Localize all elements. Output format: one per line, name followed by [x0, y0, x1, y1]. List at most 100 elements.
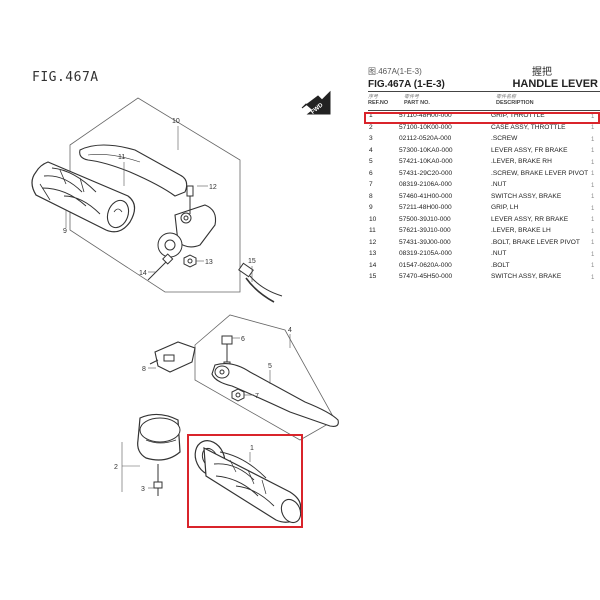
callout-12: 12	[209, 184, 217, 191]
part-3-screw	[153, 464, 163, 496]
parts-cell-ref: 14	[369, 261, 377, 269]
parts-cell-pn: 57621-39J10-000	[399, 227, 451, 235]
part-6-screw-pivot	[221, 335, 233, 367]
part-7-nut	[231, 388, 245, 402]
callout-5: 5	[268, 363, 272, 370]
highlight-grip-throttle	[187, 434, 303, 528]
callout-10: 10	[172, 118, 180, 125]
parts-cell-ref: 4	[369, 146, 373, 154]
part-1-grip-throttle	[194, 440, 302, 524]
parts-row: 3 02112-0520A-000 .SCREW 1	[368, 134, 600, 146]
parts-cell-qty: 1	[591, 263, 595, 270]
parts-cell-qty: 1	[591, 194, 595, 201]
parts-row: 11 57621-39J10-000 .LEVER, BRAKE LH 1	[368, 226, 600, 238]
parts-cell-desc: CASE ASSY, THROTTLE	[491, 123, 566, 131]
parts-cell-qty: 1	[591, 136, 595, 143]
parts-cell-pn: 57300-10KA0-000	[399, 146, 453, 154]
parts-cell-qty: 1	[591, 274, 595, 281]
callout-1: 1	[250, 445, 254, 452]
callout-9: 9	[63, 228, 67, 235]
parts-cell-pn: 57500-39J10-000	[399, 215, 451, 223]
parts-cell-pn: 02112-0520A-000	[399, 135, 452, 143]
header-part-cn: 零件号	[404, 94, 420, 100]
parts-cell-pn: 57211-48H00-000	[399, 204, 452, 212]
figure-code-cn: 图.467A(1-E-3)	[368, 67, 422, 76]
fwd-arrow: FWD	[301, 90, 331, 116]
header-part: PART NO.	[404, 100, 430, 106]
parts-cell-ref: 2	[369, 123, 373, 131]
parts-cell-qty: 1	[591, 125, 595, 132]
parts-cell-ref: 11	[369, 227, 376, 235]
part-12-bolt-pivot	[186, 185, 194, 214]
parts-cell-qty: 1	[591, 240, 595, 247]
parts-cell-ref: 12	[369, 238, 377, 246]
callout-13: 13	[205, 259, 213, 266]
parts-cell-desc: .SCREW	[491, 135, 518, 143]
parts-cell-qty: 1	[591, 159, 595, 166]
callout-leaders	[65, 126, 291, 492]
title-cn: 握把	[532, 67, 552, 78]
parts-cell-ref: 6	[369, 169, 373, 177]
parts-cell-pn: 57460-41H00-000	[399, 192, 453, 200]
parts-cell-desc: .LEVER, BRAKE RH	[491, 158, 552, 166]
parts-cell-pn: 57110-48H00-000	[399, 112, 452, 120]
parts-cell-ref: 5	[369, 158, 373, 166]
callout-2: 2	[114, 464, 118, 471]
parts-cell-ref: 13	[369, 250, 377, 258]
parts-cell-desc: LEVER ASSY, FR BRAKE	[491, 146, 568, 154]
parts-cell-qty: 1	[591, 171, 595, 178]
parts-cell-qty: 1	[591, 205, 595, 212]
callout-8: 8	[142, 366, 146, 373]
parts-cell-desc: SWITCH ASSY, BRAKE	[491, 192, 562, 200]
callout-15: 15	[248, 258, 256, 265]
parts-cell-pn: 57431-29C20-000	[399, 169, 453, 177]
parts-cell-desc: LEVER ASSY, RR BRAKE	[491, 215, 569, 223]
part-15-switch-brake	[238, 262, 283, 303]
parts-cell-qty: 1	[591, 251, 595, 258]
part-8-switch-brake	[149, 341, 196, 373]
callout-6: 6	[241, 336, 245, 343]
parts-list: 图.467A(1-E-3) 握把 FIG.467A (1-E-3) HANDLE…	[368, 68, 600, 284]
parts-cell-pn: 01547-0620A-000	[399, 261, 452, 269]
part-14-bolt	[147, 253, 174, 281]
parts-row: 2 57100-10K00-000 CASE ASSY, THROTTLE 1	[368, 123, 600, 135]
parts-cell-ref: 10	[369, 215, 377, 223]
parts-row: 6 57431-29C20-000 .SCREW, BRAKE LEVER PIVO…	[368, 169, 600, 181]
parts-cell-ref: 15	[369, 273, 377, 281]
lever-bracket	[157, 204, 217, 258]
part-9-grip-lh	[31, 161, 136, 233]
parts-row: 10 57500-39J10-000 LEVER ASSY, RR BRAKE 1	[368, 215, 600, 227]
parts-cell-desc: .NUT	[491, 250, 507, 258]
parts-cell-desc: .NUT	[491, 181, 507, 189]
parts-cell-desc: .BOLT, BRAKE LEVER PIVOT	[491, 238, 580, 246]
parts-cell-desc: .SCREW, BRAKE LEVER PIVOT	[491, 169, 589, 177]
parts-cell-desc: SWITCH ASSY, BRAKE	[491, 273, 562, 281]
parts-cell-desc: GRIP, LH	[491, 204, 519, 212]
parts-cell-pn: 08319-2106A-000	[399, 181, 452, 189]
parts-cell-qty: 1	[591, 148, 595, 155]
parts-cell-qty: 1	[591, 228, 595, 235]
part-2-case-throttle	[137, 413, 181, 461]
header-desc-cn: 零件名称	[496, 94, 517, 100]
parts-cell-desc: .LEVER, BRAKE LH	[491, 227, 551, 235]
parts-cell-qty: 1	[591, 182, 595, 189]
header-ref-cn: 序号	[368, 94, 379, 100]
part-13-nut	[183, 254, 197, 268]
parts-cell-qty: 1	[591, 217, 595, 224]
parts-cell-pn: 57100-10K00-000	[399, 123, 452, 131]
callout-14: 14	[139, 270, 147, 277]
callout-3: 3	[141, 486, 145, 493]
parts-cell-desc: .BOLT	[491, 261, 510, 269]
part-5-lever-brake-rh	[211, 363, 339, 427]
part-11-lever-brake-lh	[79, 144, 188, 197]
header-ref: REF.NO	[368, 100, 389, 106]
parts-cell-ref: 3	[369, 135, 373, 143]
callout-4: 4	[288, 327, 292, 334]
